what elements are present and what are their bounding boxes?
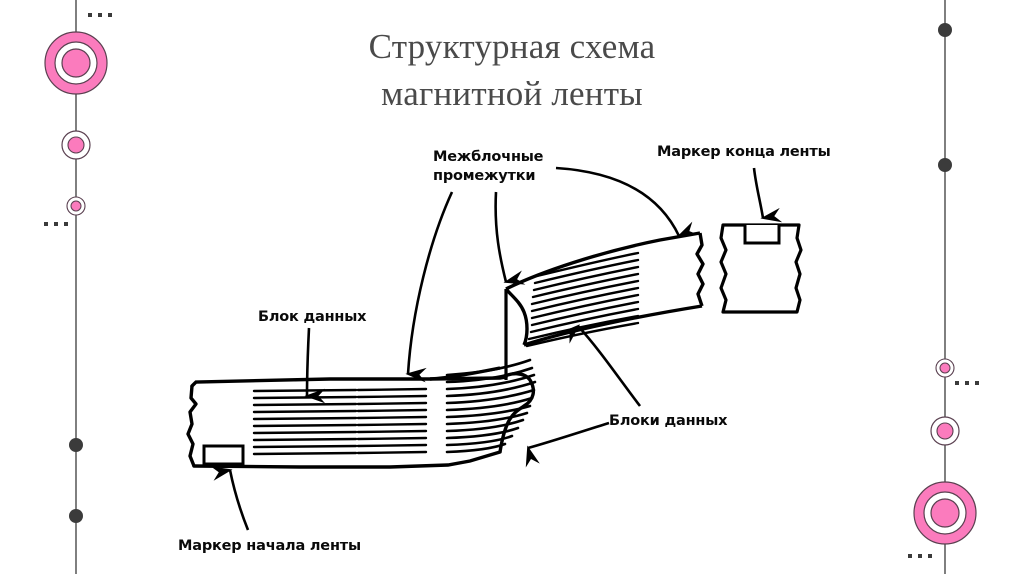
right-ellipsis-bottom — [908, 554, 932, 558]
right-circle-medium — [930, 416, 960, 446]
label-interblock-gaps: Межблочные промежутки — [433, 149, 544, 185]
left-ellipsis-bottom — [44, 222, 68, 226]
data-block-arrow — [304, 327, 326, 404]
label-start-of-tape-marker: Маркер начала ленты — [178, 538, 361, 554]
lower-data-block-hatching — [252, 388, 358, 456]
gap-arrow-left — [405, 191, 454, 383]
left-circle-small — [66, 196, 86, 216]
right-dot-lower — [938, 158, 952, 172]
left-dot-upper — [69, 438, 83, 452]
right-circle-large — [913, 481, 977, 545]
right-ellipsis-top — [955, 381, 979, 385]
end-marker-arrow — [752, 167, 783, 223]
right-circle-small — [935, 358, 955, 378]
left-ellipsis-top — [88, 13, 112, 17]
left-circle-large — [44, 31, 108, 95]
label-data-blocks: Блоки данных — [609, 413, 728, 429]
label-end-of-tape-marker: Маркер конца ленты — [657, 144, 831, 160]
left-dot-lower — [69, 509, 83, 523]
fold-hatching — [445, 358, 537, 454]
right-dot-upper — [938, 23, 952, 37]
data-blocks-arrow-fold — [525, 421, 610, 468]
label-data-block: Блок данных — [258, 309, 367, 325]
left-circle-medium — [61, 130, 91, 160]
start-marker-arrow — [210, 466, 250, 531]
end-of-tape-marker-shape — [719, 223, 803, 314]
lower-data-block-hatching-right — [356, 387, 428, 455]
gap-arrow-right — [555, 166, 699, 238]
upper-data-block-hatching — [525, 251, 640, 348]
left-decoration — [44, 0, 112, 574]
start-of-tape-marker-shape — [202, 444, 245, 466]
data-blocks-arrow-upper — [559, 324, 642, 407]
gap-arrow-middle — [494, 191, 526, 285]
page-title: Структурная схема магнитной ленты — [368, 27, 656, 113]
